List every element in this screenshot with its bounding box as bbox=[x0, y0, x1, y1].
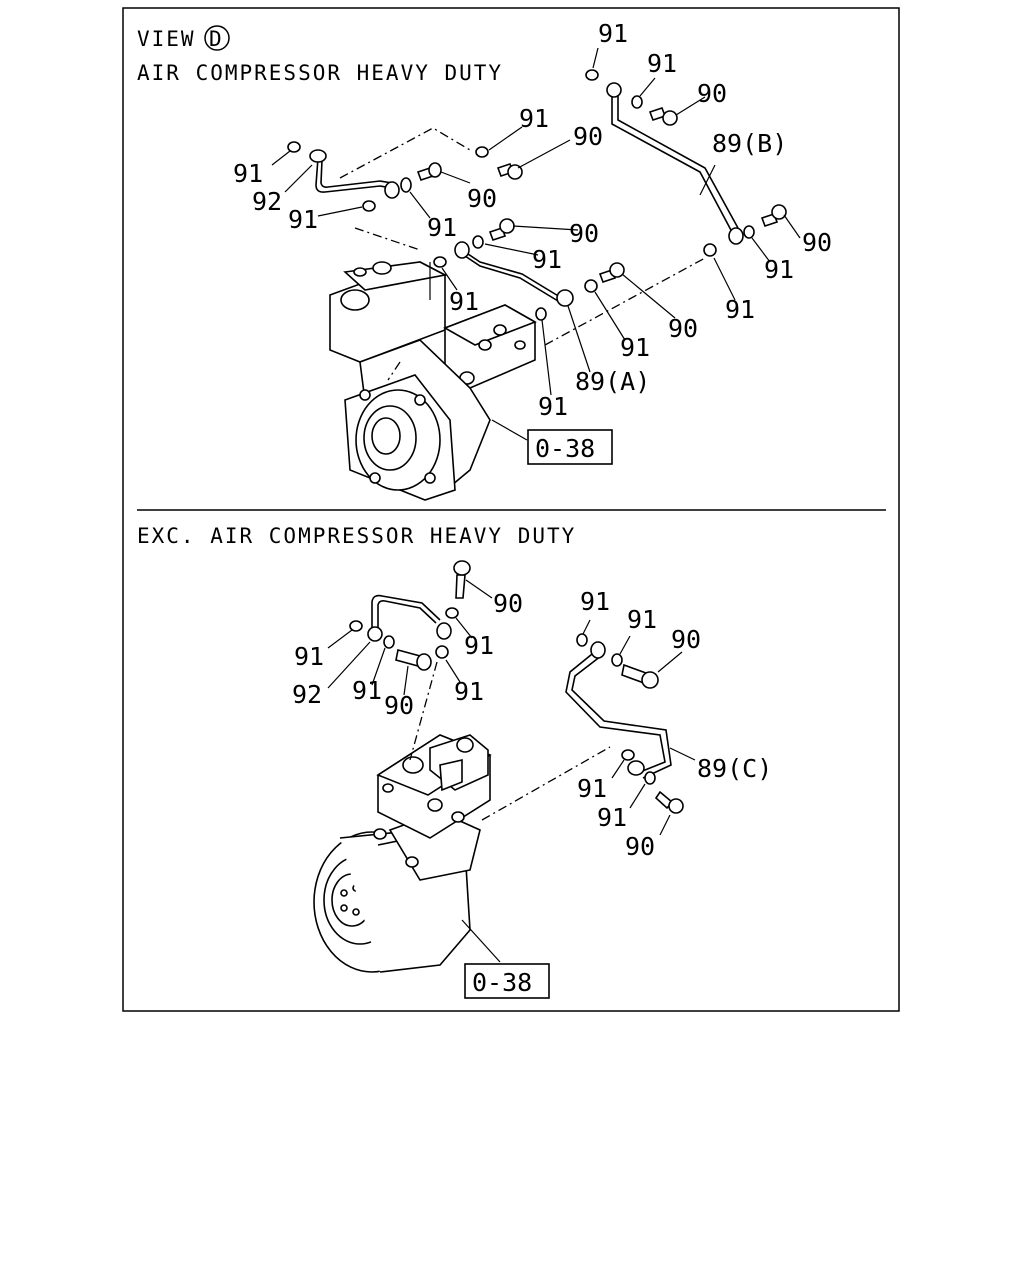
callout-90: 90 bbox=[573, 122, 603, 151]
heavy-duty-compressor bbox=[329, 261, 537, 501]
callout-91: 91 bbox=[627, 605, 657, 634]
view-label: VIEW bbox=[137, 27, 196, 51]
pipe-92-bottom bbox=[371, 594, 441, 632]
callout-91: 91 bbox=[725, 295, 755, 324]
callout-90: 90 bbox=[802, 228, 832, 257]
bolt-90-f bbox=[496, 162, 523, 180]
callout-90: 90 bbox=[384, 691, 414, 720]
pipe-92 bbox=[315, 157, 393, 193]
callout-91: 91 bbox=[532, 245, 562, 274]
callout-89a: 89(A) bbox=[575, 367, 650, 396]
bolt-90-g bbox=[395, 649, 432, 671]
callout-91: 91 bbox=[294, 642, 324, 671]
pipe-89a bbox=[461, 249, 561, 298]
callout-90: 90 bbox=[467, 184, 497, 213]
ref-box-bottom-text: 0-38 bbox=[472, 968, 532, 997]
bolt-90-a bbox=[416, 162, 442, 182]
callout-89c: 89(C) bbox=[697, 754, 772, 783]
callout-91: 91 bbox=[464, 631, 494, 660]
ref-box-bottom bbox=[464, 963, 550, 999]
callout-91: 91 bbox=[427, 213, 457, 242]
view-symbol: D bbox=[209, 27, 222, 51]
ref-box-top bbox=[527, 429, 613, 465]
bolt-90-c bbox=[598, 262, 625, 284]
callout-92: 92 bbox=[292, 680, 322, 709]
bottom-section: EXC. AIR COMPRESSOR HEAVY DUTY bbox=[137, 524, 772, 999]
callout-91: 91 bbox=[352, 676, 382, 705]
bottom-leaders bbox=[327, 579, 696, 963]
callout-91: 91 bbox=[580, 587, 610, 616]
callout-91: 91 bbox=[764, 255, 794, 284]
bolt-90-d bbox=[648, 106, 678, 126]
top-section: VIEW D AIR COMPRESSOR HEAVY DUTY bbox=[137, 19, 832, 501]
callout-90: 90 bbox=[668, 314, 698, 343]
callout-90: 90 bbox=[493, 589, 523, 618]
callout-90: 90 bbox=[697, 79, 727, 108]
top-section-title: AIR COMPRESSOR HEAVY DUTY bbox=[137, 61, 503, 85]
callout-91: 91 bbox=[454, 677, 484, 706]
callout-90: 90 bbox=[671, 625, 701, 654]
callout-91: 91 bbox=[597, 803, 627, 832]
callout-89b: 89(B) bbox=[712, 129, 787, 158]
bolt-90-j bbox=[654, 790, 684, 814]
top-leaders bbox=[271, 47, 801, 441]
callout-91: 91 bbox=[598, 19, 628, 48]
pipe-89b bbox=[611, 92, 733, 233]
callout-91: 91 bbox=[620, 333, 650, 362]
callout-91: 91 bbox=[538, 392, 568, 421]
bolt-90-b bbox=[488, 218, 515, 242]
ref-box-top-text: 0-38 bbox=[535, 434, 595, 463]
callout-90: 90 bbox=[569, 219, 599, 248]
standard-compressor bbox=[313, 734, 492, 973]
callout-91: 91 bbox=[519, 104, 549, 133]
bottom-section-title: EXC. AIR COMPRESSOR HEAVY DUTY bbox=[137, 524, 576, 548]
callout-91: 91 bbox=[647, 49, 677, 78]
diagram-frame bbox=[122, 7, 900, 1012]
callout-91: 91 bbox=[288, 205, 318, 234]
bolt-90-i bbox=[621, 663, 659, 689]
callout-91: 91 bbox=[577, 774, 607, 803]
callout-92: 92 bbox=[252, 187, 282, 216]
bolt-90-h bbox=[453, 560, 471, 599]
bolt-90-e bbox=[760, 204, 787, 228]
view-symbol-circle bbox=[204, 25, 230, 51]
pipe-89c bbox=[565, 649, 666, 773]
callout-91: 91 bbox=[449, 287, 479, 316]
callout-90: 90 bbox=[625, 832, 655, 861]
callout-91: 91 bbox=[233, 159, 263, 188]
